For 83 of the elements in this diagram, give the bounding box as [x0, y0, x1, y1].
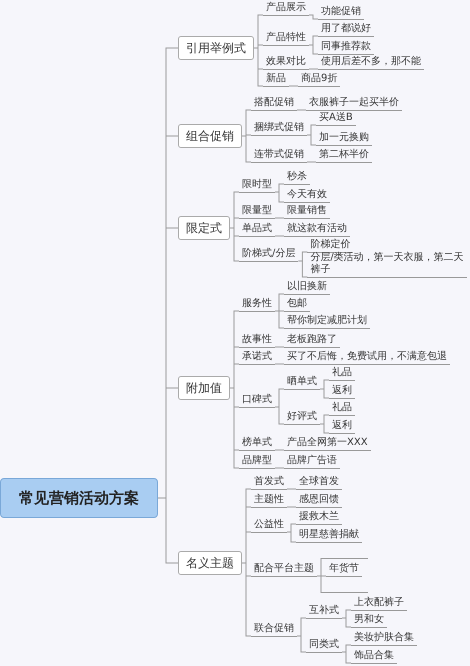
subtopic-label: 捆绑式促销: [251, 120, 307, 136]
subtopic-label: 口碑式: [239, 392, 275, 408]
subtopic-label: 第二杯半价: [316, 148, 372, 162]
subtopic-label: 同类式: [306, 638, 342, 652]
subtopic-label: 互补式: [306, 604, 342, 618]
subtopic-label: 商品9折: [298, 72, 340, 86]
connector-line: [274, 346, 284, 348]
subtopic-label: 上衣配裤子: [351, 596, 407, 610]
subtopic-label: 年货节: [326, 562, 362, 576]
connector-line: [342, 618, 352, 628]
subtopic-label: 功能促销: [318, 4, 364, 20]
subtopic-label: 联合促销: [251, 622, 297, 636]
subtopic-label: 公益性: [251, 518, 287, 532]
subtopic-label: 配合平台主题: [251, 562, 317, 576]
subtopic-label: 首发式: [251, 474, 287, 490]
connector-line: [308, 68, 318, 70]
subtopic-label: 产品特性: [263, 30, 309, 46]
subtopic-label: 连带式促销: [251, 148, 307, 162]
subtopic-label: 品牌广告语: [284, 454, 340, 468]
subtopic-label: 男和女: [351, 612, 387, 628]
connector-line: [274, 406, 284, 424]
subtopic-label: 分层/类活动，第一天衣服，第二天裤子: [307, 250, 467, 278]
subtopic-label: 买了不后悔，免费试用，不满意包退: [284, 350, 450, 364]
subtopic-label: 同事推荐款: [318, 40, 374, 54]
subtopic-label: 援救木兰: [296, 510, 342, 524]
subtopic-label: 秒杀: [284, 170, 310, 184]
subtopic-label: 限量销售: [284, 204, 330, 218]
subtopic-label: 好评式: [284, 410, 320, 424]
subtopic-label: 承诺式: [239, 350, 275, 364]
subtopic-label: 用了都说好: [318, 22, 374, 36]
subtopic-label: 全球首发: [296, 474, 342, 490]
connector-line: [274, 310, 284, 328]
topic-box: 附加值: [178, 376, 230, 400]
connector-line: [298, 260, 308, 278]
connector-line: [158, 498, 178, 564]
subtopic-label: 就这款有活动: [284, 222, 350, 236]
subtopic-label: 今天有效: [284, 188, 330, 202]
connector-line: [286, 488, 296, 490]
subtopic-label: 感恩回馈: [296, 492, 342, 508]
subtopic-label: 返利: [329, 418, 355, 434]
subtopic-label: 饰品合集: [351, 648, 397, 664]
subtopic-label: 老板跑路了: [284, 332, 340, 348]
subtopic-label: 效果对比: [263, 54, 309, 70]
connector-line: [316, 576, 326, 593]
subtopic-label: 帮你制定减肥计划: [284, 314, 370, 328]
subtopic-label: 阶梯式/分层: [239, 246, 298, 262]
subtopic-label: 礼品: [329, 366, 355, 380]
connector-line: [230, 228, 240, 262]
connector-line: [308, 14, 318, 20]
subtopic-label: 礼品: [329, 400, 355, 416]
subtopic-label: 加一元换购: [316, 130, 372, 146]
subtopic-label: 美妆护肤合集: [351, 630, 417, 646]
connector-line: [342, 652, 352, 664]
subtopic-label: 包邮: [284, 296, 310, 312]
topic-box: 限定式: [178, 216, 230, 240]
subtopic-label: 主题性: [251, 492, 287, 508]
subtopic-label: 故事性: [239, 332, 275, 348]
subtopic-label: 明星慈善捐献: [296, 528, 362, 542]
connector-line: [320, 388, 330, 398]
subtopic-label: 产品展示: [263, 0, 309, 16]
subtopic-label: 以旧换新: [284, 280, 330, 294]
subtopic-label: 限时型: [239, 178, 275, 192]
connector-line: [320, 424, 330, 434]
subtopic-label: 品牌型: [239, 454, 275, 468]
subtopic-label: 限量型: [239, 204, 275, 218]
subtopic-label: 衣服裤子一起买半价: [306, 96, 402, 110]
subtopic-label: 榜单式: [239, 436, 275, 450]
topic-box: 组合促销: [178, 124, 242, 148]
subtopic-label: 搭配促销: [251, 96, 297, 110]
subtopic-label: 新品: [263, 72, 289, 86]
topic-box: 引用举例式: [178, 36, 254, 60]
subtopic-label: 返利: [329, 384, 355, 398]
subtopic-label: 产品全网第一XXX: [284, 436, 371, 450]
central-topic-box: 常见营销活动方案: [0, 478, 158, 518]
subtopic-label: 买A送B: [316, 110, 356, 126]
subtopic-label: 单品式: [239, 222, 275, 236]
subtopic-label: 使用后差不多，那不能: [318, 54, 424, 70]
topic-box: 名义主题: [178, 551, 242, 575]
connector-line: [286, 506, 296, 508]
subtopic-label: 服务性: [239, 296, 275, 312]
connector-line: [308, 44, 318, 54]
subtopic-label: 晒单式: [284, 374, 320, 390]
subtopic-label: 阶梯定价: [307, 238, 354, 252]
